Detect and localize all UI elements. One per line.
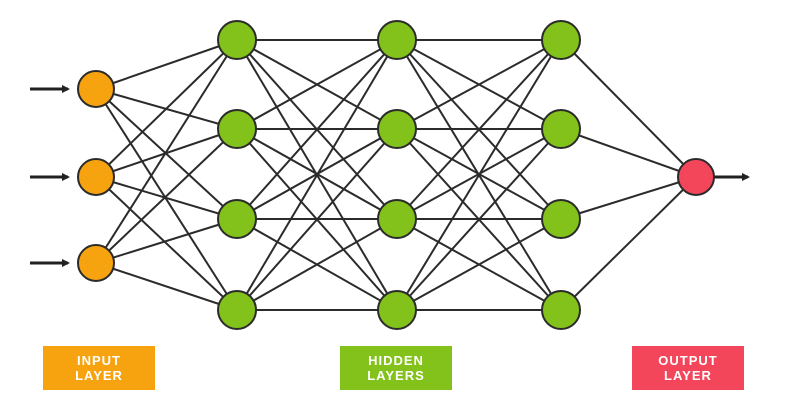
connection-edge (560, 39, 697, 178)
hidden-neuron (377, 199, 417, 239)
connection-edge (95, 176, 238, 311)
connection-edge (236, 218, 398, 311)
input-neuron (77, 158, 115, 196)
connection-edge (560, 176, 697, 311)
hidden-neuron (217, 199, 257, 239)
connection-edge (236, 39, 398, 220)
input-neuron (77, 70, 115, 108)
connection-edge (95, 39, 238, 90)
connection-edge (95, 218, 238, 264)
hidden-neuron (541, 199, 581, 239)
connection-edge (560, 128, 697, 178)
output-layer-label-line1: OUTPUT (658, 353, 718, 368)
connection-edge (396, 218, 562, 311)
hidden-layers-label-line1: HIDDEN (368, 353, 424, 368)
connection-edge (95, 262, 238, 311)
connection-edge (95, 88, 238, 311)
neurons (77, 20, 715, 330)
input-neuron (77, 244, 115, 282)
output-layer-label: OUTPUT LAYER (632, 346, 744, 390)
input-layer-label-line2: LAYER (75, 368, 123, 383)
connection-edge (95, 128, 238, 264)
output-layer-label-line2: LAYER (664, 368, 712, 383)
connections (95, 39, 697, 311)
hidden-neuron (541, 290, 581, 330)
hidden-neuron (217, 109, 257, 149)
connection-edge (95, 39, 238, 178)
hidden-layers-label: HIDDEN LAYERS (340, 346, 452, 390)
connection-edge (396, 128, 562, 311)
input-layer-label: INPUT LAYER (43, 346, 155, 390)
hidden-neuron (541, 109, 581, 149)
connection-edge (396, 39, 562, 130)
hidden-layers-label-line2: LAYERS (367, 368, 425, 383)
connection-edge (396, 39, 562, 311)
connection-edge (95, 176, 238, 220)
hidden-neuron (377, 109, 417, 149)
hidden-neuron (377, 290, 417, 330)
hidden-neuron (377, 20, 417, 60)
io-arrows (30, 85, 750, 267)
connection-edge (396, 39, 562, 220)
output-neuron (677, 158, 715, 196)
hidden-neuron (217, 20, 257, 60)
connection-edge (95, 39, 238, 264)
connection-edge (236, 39, 398, 311)
connection-edge (560, 176, 697, 220)
connection-edge (236, 128, 398, 311)
hidden-neuron (217, 290, 257, 330)
input-layer-label-line1: INPUT (77, 353, 121, 368)
connection-edge (236, 39, 398, 130)
hidden-neuron (541, 20, 581, 60)
